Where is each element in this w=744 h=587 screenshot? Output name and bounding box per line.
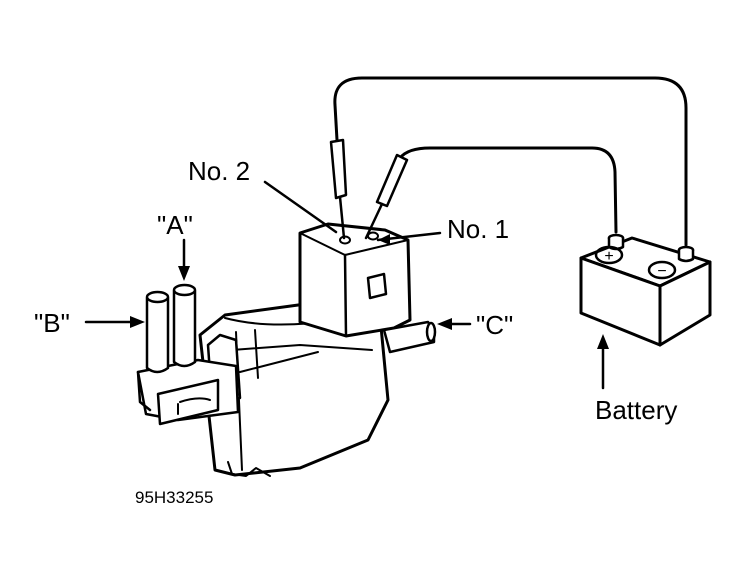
callout-no1 <box>376 231 442 245</box>
battery-plus-terminal: + <box>594 233 625 265</box>
label-a: "A" <box>157 210 193 240</box>
jumper-wire-negative <box>333 76 688 247</box>
battery-plus-sign: + <box>604 248 613 265</box>
battery-minus-terminal: − <box>647 245 695 280</box>
port-a <box>172 283 197 368</box>
port-c <box>382 320 437 354</box>
label-b: "B" <box>34 308 70 338</box>
probe-no1 <box>364 153 409 240</box>
battery-minus-sign: − <box>657 263 666 280</box>
arrow-battery <box>597 334 609 390</box>
battery: + − <box>579 233 712 347</box>
port-b <box>145 290 170 374</box>
vsv-valve <box>136 298 390 477</box>
label-battery: Battery <box>595 395 677 425</box>
figure-id: 95H33255 <box>135 488 213 507</box>
connector <box>298 222 412 338</box>
arrow-c <box>437 318 472 330</box>
label-c: "C" <box>476 310 513 340</box>
probe-no2 <box>329 138 348 240</box>
callout-no2 <box>263 180 338 234</box>
label-no2: No. 2 <box>188 156 250 186</box>
arrow-b <box>84 316 145 328</box>
label-no1: No. 1 <box>447 214 509 244</box>
arrow-a <box>178 238 190 281</box>
jumper-wire-positive <box>398 146 618 234</box>
